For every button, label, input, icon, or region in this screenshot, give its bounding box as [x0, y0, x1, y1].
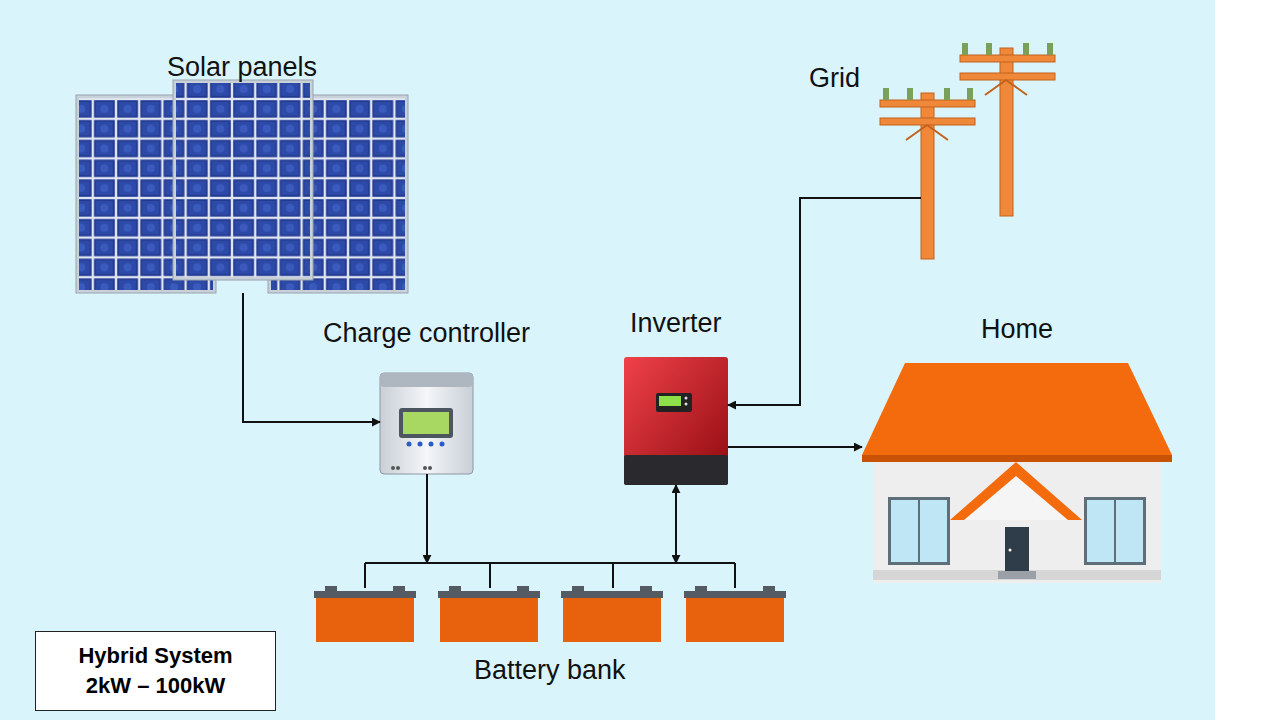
- component-label: Inverter: [630, 307, 722, 339]
- house-art: [862, 363, 1172, 583]
- component-node: Inverter: [624, 357, 728, 485]
- flow-connector: [426, 474, 428, 563]
- flow-connector: [728, 446, 862, 448]
- charge-controller-art: [380, 373, 473, 474]
- grid-wire: [878, 197, 921, 199]
- component-node: Charge controller: [380, 373, 473, 474]
- component-label: Charge controller: [323, 317, 530, 349]
- flow-connector: [728, 198, 878, 405]
- solar-panel-art: [76, 80, 408, 293]
- component-label: Home: [981, 313, 1053, 345]
- component-node: Home: [862, 363, 1172, 583]
- component-label: Battery bank: [474, 654, 626, 686]
- power-pole-art: [880, 48, 1055, 259]
- component-label: Grid: [809, 62, 860, 94]
- insulators: [883, 43, 1053, 100]
- component-node: Grid: [878, 40, 1058, 260]
- inverter-art: [624, 357, 728, 485]
- component-node: Solar panels: [76, 95, 409, 293]
- component-label: Solar panels: [167, 51, 317, 83]
- system-rating-box: Hybrid System2kW – 100kW: [35, 631, 276, 711]
- component-node: Battery bank: [316, 563, 784, 642]
- flow-connector: [243, 293, 380, 422]
- battery-bank-art: [314, 563, 786, 642]
- rating-text: 2kW – 100kW: [86, 671, 225, 701]
- flow-connector: [675, 485, 677, 563]
- rating-text: Hybrid System: [78, 641, 232, 671]
